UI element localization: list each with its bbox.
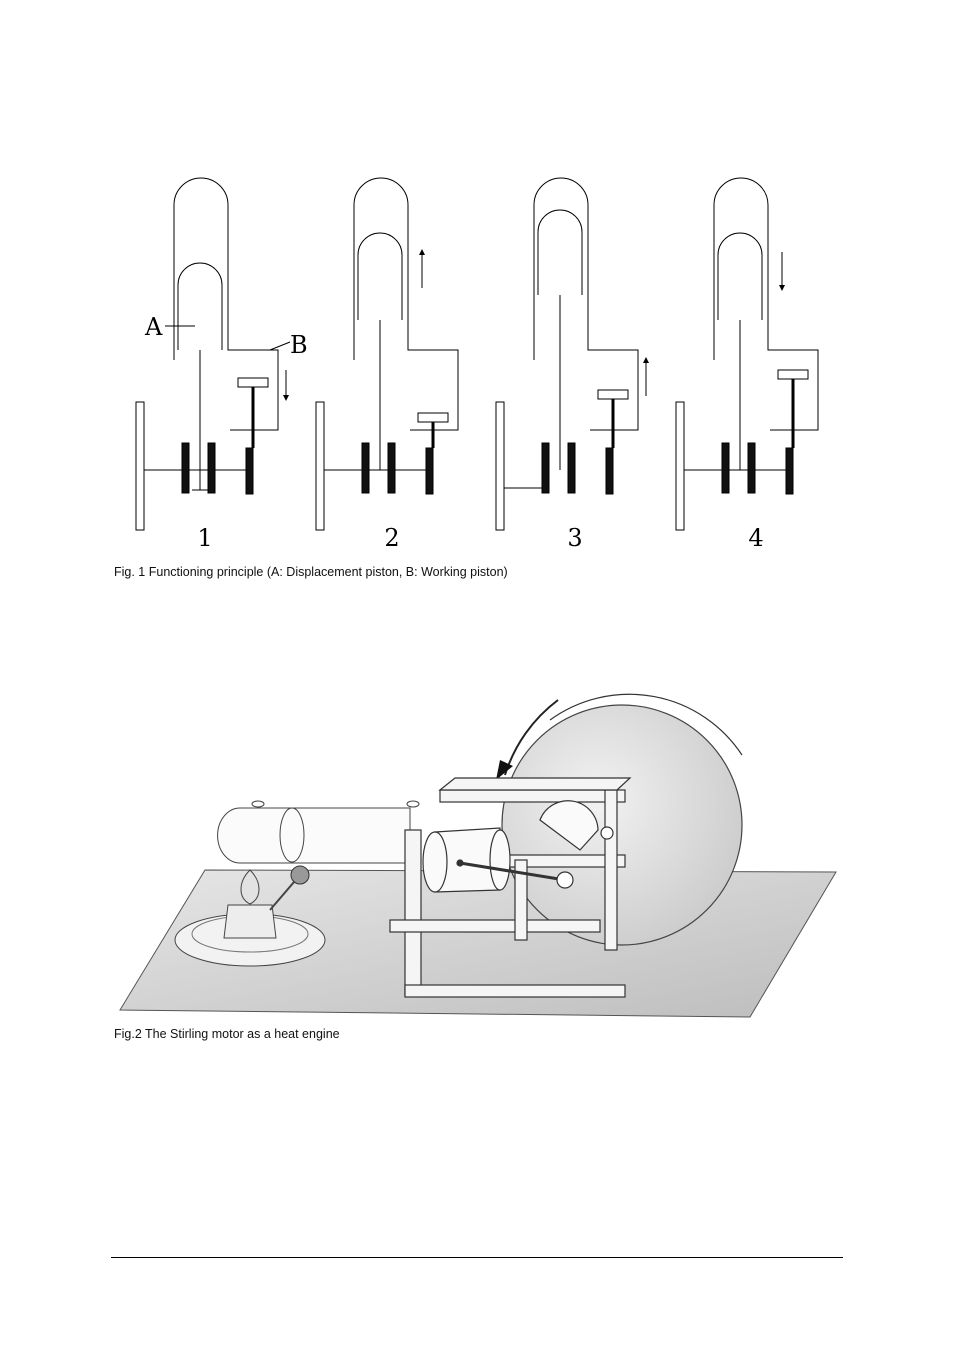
spirit-burner [174,865,326,967]
stage-1-diagram [135,177,291,531]
stage-4-diagram [675,177,819,531]
step-number-3: 3 [567,524,582,552]
footer-rule [111,1257,843,1258]
figure-1-caption: Fig. 1 Functioning principle (A: Displac… [114,565,508,579]
step-number-2: 2 [384,524,399,552]
label-b: B [290,331,308,359]
stirling-motor-illustration [119,693,837,1018]
working-cylinder [422,800,614,893]
step-number-1: 1 [197,524,212,552]
stage-3-diagram [495,177,649,531]
figure-2-caption: Fig.2 The Stirling motor as a heat engin… [114,1027,340,1041]
heating-cylinder [217,800,420,864]
label-a: A [144,313,163,341]
functioning-principle-figure: A B [135,177,819,552]
stage-2-diagram [315,177,459,531]
step-number-4: 4 [748,524,763,552]
